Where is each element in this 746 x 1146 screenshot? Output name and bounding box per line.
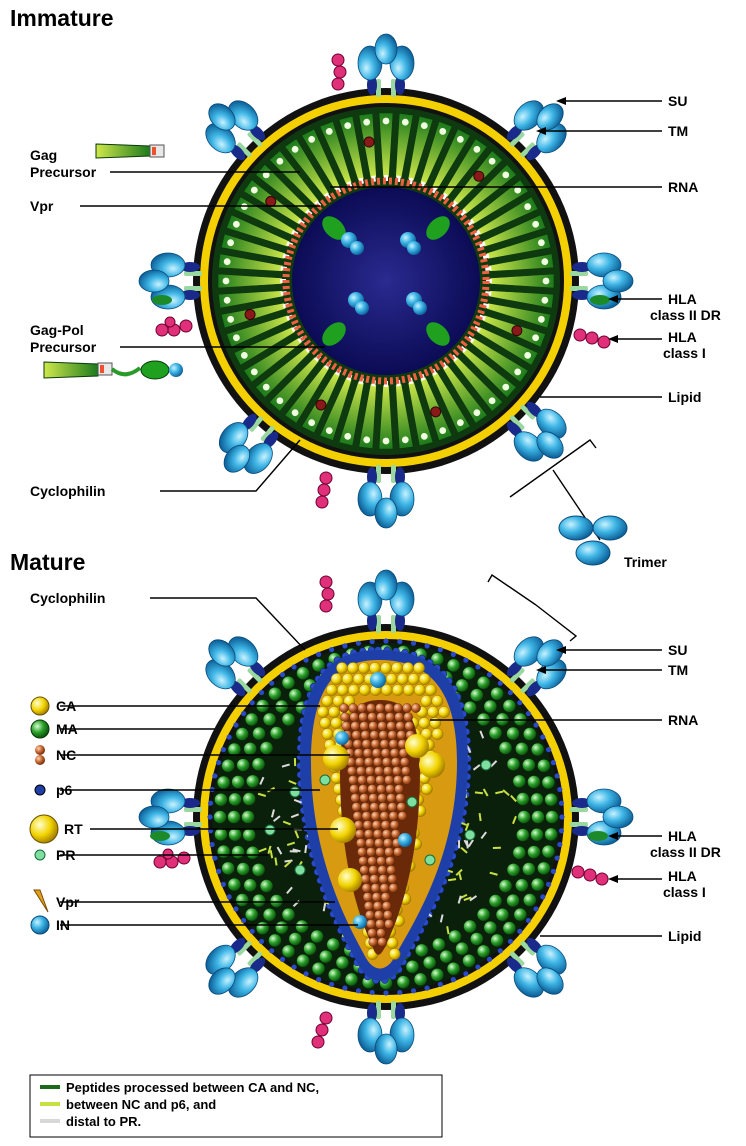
immature-title: Immature bbox=[10, 5, 114, 31]
trimer-callout: Trimer bbox=[488, 440, 667, 641]
mature-label-hla2-2: class II DR bbox=[650, 844, 721, 860]
mature-title: Mature bbox=[10, 549, 85, 575]
label-hla1-1: HLA bbox=[668, 329, 697, 345]
label-lipid: Lipid bbox=[668, 389, 701, 405]
key-pr: PR bbox=[56, 847, 75, 863]
peptide-legend: Peptides processed between CA and NC, be… bbox=[30, 1075, 442, 1137]
vpr-swatch bbox=[34, 890, 48, 912]
envelope-spike bbox=[358, 570, 414, 633]
mature-label-su: SU bbox=[668, 642, 687, 658]
key-nc: NC bbox=[56, 747, 76, 763]
mature-label-hla1-2: class I bbox=[663, 884, 706, 900]
ca-swatch bbox=[31, 697, 49, 715]
label-hla1-2: class I bbox=[663, 345, 706, 361]
label-cyclophilin: Cyclophilin bbox=[30, 483, 105, 499]
mature-label-rna: RNA bbox=[668, 712, 698, 728]
key-rt: RT bbox=[64, 821, 83, 837]
label-su: SU bbox=[668, 93, 687, 109]
label-gag-precursor-1: Gag bbox=[30, 147, 57, 163]
envelope-spike bbox=[358, 465, 414, 528]
pr-swatch bbox=[35, 850, 45, 860]
envelope-spike bbox=[139, 789, 202, 845]
mature-label-hla2-1: HLA bbox=[668, 828, 697, 844]
envelope-spike bbox=[358, 34, 414, 97]
label-gag-pol-1: Gag-Pol bbox=[30, 322, 84, 338]
legend-line-3: distal to PR. bbox=[66, 1114, 141, 1129]
envelope-spike bbox=[358, 1001, 414, 1064]
key-ca: CA bbox=[56, 698, 76, 714]
label-tm: TM bbox=[668, 123, 688, 139]
key-vpr: Vpr bbox=[56, 894, 80, 910]
label-hla2-2: class II DR bbox=[650, 307, 721, 323]
mature-label-hla1-1: HLA bbox=[668, 868, 697, 884]
immature-virion bbox=[139, 34, 633, 528]
key-p6: p6 bbox=[56, 782, 73, 798]
label-gag-pol-2: Precursor bbox=[30, 339, 97, 355]
gag-precursor-icon bbox=[96, 144, 164, 158]
legend-line-1: Peptides processed between CA and NC, bbox=[66, 1080, 319, 1095]
label-hla2-1: HLA bbox=[668, 291, 697, 307]
p6-swatch bbox=[35, 785, 45, 795]
ma-swatch bbox=[31, 720, 49, 738]
trimer-icon bbox=[559, 516, 627, 565]
rt-swatch bbox=[30, 815, 58, 843]
label-rna: RNA bbox=[668, 179, 698, 195]
label-gag-precursor-2: Precursor bbox=[30, 164, 97, 180]
mature-component-key: CA MA NC p6 RT PR Vpr IN bbox=[30, 697, 83, 934]
key-ma: MA bbox=[56, 721, 78, 737]
gag-pol-precursor-icon bbox=[44, 361, 183, 379]
label-vpr: Vpr bbox=[30, 198, 54, 214]
mature-virion bbox=[139, 570, 633, 1064]
mature-label-cyclophilin: Cyclophilin bbox=[30, 590, 105, 606]
nc-swatch bbox=[35, 745, 45, 765]
mature-label-lipid: Lipid bbox=[668, 928, 701, 944]
in-swatch bbox=[31, 916, 49, 934]
key-in: IN bbox=[56, 917, 70, 933]
label-trimer: Trimer bbox=[624, 554, 667, 570]
legend-line-2: between NC and p6, and bbox=[66, 1097, 216, 1112]
mature-label-tm: TM bbox=[668, 662, 688, 678]
